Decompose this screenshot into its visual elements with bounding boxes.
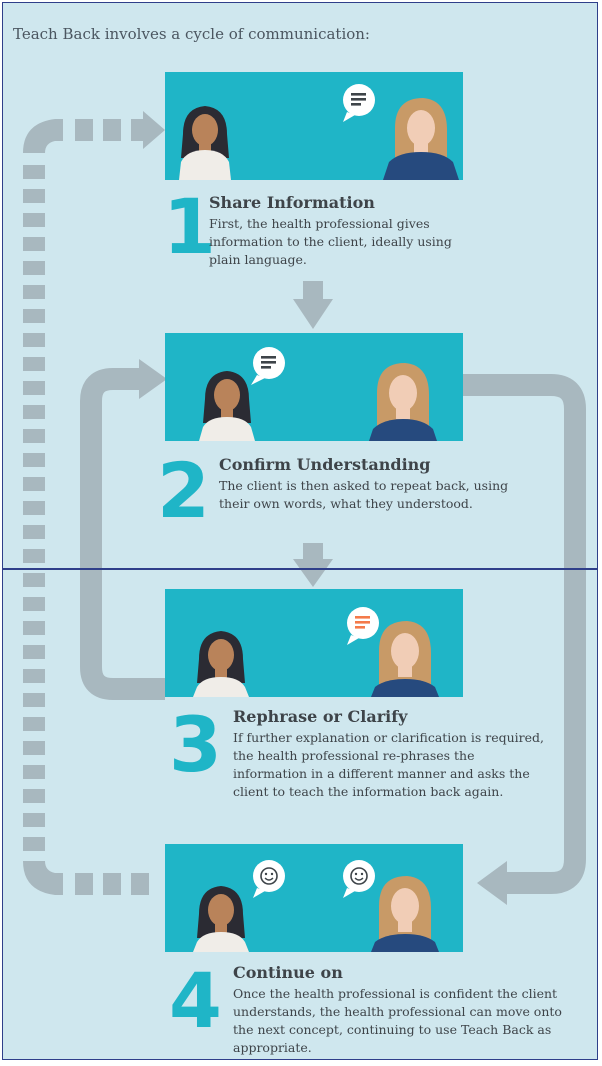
step-title: Share Information: [209, 193, 375, 212]
rephrase-arrowhead: [139, 359, 167, 399]
dashed-return-loop: [23, 111, 165, 895]
speech-bubble-icon: [251, 347, 285, 385]
continue-loop-arrow: [463, 374, 586, 894]
client-figure: [369, 363, 437, 441]
speech-bubble-icon: [347, 607, 379, 645]
health-professional-figure: [193, 631, 249, 697]
scene-continue-on: [165, 844, 463, 952]
client-figure: [371, 621, 439, 697]
health-professional-figure: [193, 886, 249, 952]
smiley-icon: [253, 860, 285, 898]
scene-confirm-understanding: [165, 333, 463, 441]
step-number: 4: [169, 956, 222, 1045]
step-description: The client is then asked to repeat back,…: [219, 478, 509, 511]
health-professional-figure: [179, 106, 231, 180]
client-figure: [383, 98, 459, 180]
step-number: 3: [169, 700, 222, 789]
step-title: Continue on: [233, 963, 343, 982]
scene-share-information: [165, 72, 463, 180]
step-number: 1: [163, 182, 216, 271]
step-description: First, the health professional gives inf…: [209, 216, 452, 267]
step-title: Rephrase or Clarify: [233, 707, 408, 726]
step-title: Confirm Understanding: [219, 455, 431, 474]
speech-bubble-icon: [343, 84, 375, 122]
intro-heading: Teach Back involves a cycle of communica…: [13, 25, 370, 43]
smiley-icon: [343, 860, 375, 898]
step-description: Once the health professional is confiden…: [233, 986, 562, 1055]
rephrase-loop-arrow: [80, 368, 165, 700]
continue-arrowhead: [477, 861, 507, 905]
step-description: If further explanation or clarification …: [233, 730, 544, 799]
client-figure: [371, 876, 439, 952]
cycle-arrows: [23, 111, 586, 905]
scene-rephrase-or-clarify: [165, 589, 463, 697]
step-number: 2: [157, 446, 210, 535]
page-divider: [3, 568, 597, 570]
down-arrows: [293, 281, 333, 587]
health-professional-figure: [199, 371, 255, 441]
